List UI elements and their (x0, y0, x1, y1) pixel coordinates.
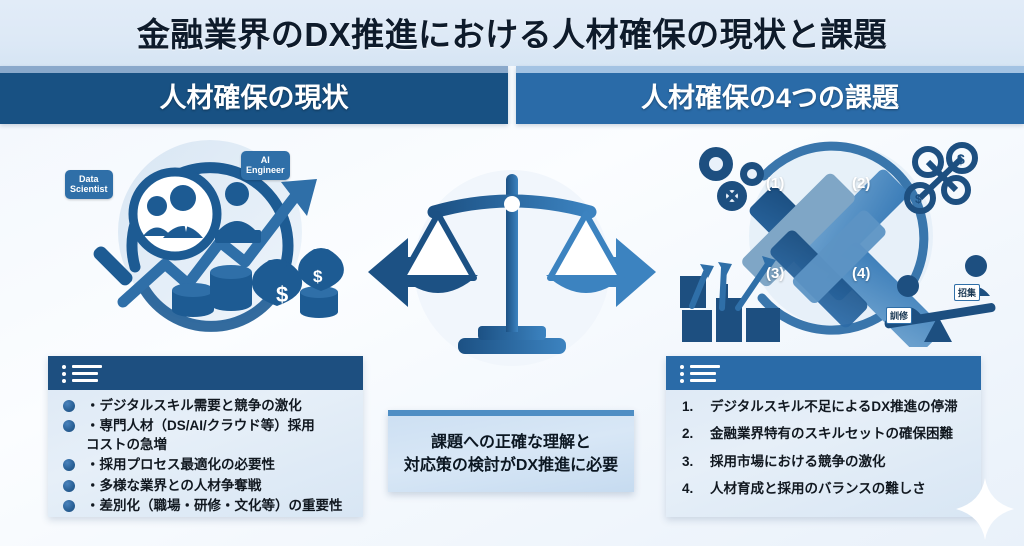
list-item: 2. 金融業界特有のスキルセットの確保困難 (682, 425, 974, 443)
quadrant-label-4: (4) (852, 265, 871, 282)
four-challenges-knot-illustration: $ $ (1) (2) (676, 132, 1006, 354)
four-challenges-list-card: 1. デジタルスキル不足によるDX推進の停滞 2. 金融業界特有のスキルセットの… (666, 356, 981, 517)
list-item-number: 2. (682, 426, 694, 442)
quadrant-label-2: (2) (852, 175, 871, 192)
callout-line-2: 対応策の検討がDX推進に必要 (403, 457, 619, 474)
section-header-right: 人材確保の4つの課題 (516, 66, 1024, 124)
right-card-header (666, 356, 981, 390)
list-item-label: 人材育成と採用のバランスの難しさ (710, 481, 926, 497)
bubble-ai-engineer: AI Engineer (241, 151, 290, 180)
list-item: ・デジタルスキル需要と競争の激化 (59, 396, 357, 415)
summary-callout: 課題への正確な理解と 対応策の検討がDX推進に必要 (388, 410, 634, 492)
list-item: ・差別化（職場・研修・文化等）の重要性 (59, 496, 357, 515)
header-left-top-strip (0, 66, 508, 73)
balance-scale-illustration (362, 160, 662, 380)
list-item: ・採用プロセス最適化の必要性 (59, 455, 357, 474)
list-item-label: 金融業界特有のスキルセットの確保困難 (710, 426, 953, 442)
knot-svg: $ $ (680, 141, 996, 354)
list-item: 1. デジタルスキル不足によるDX推進の停滞 (682, 398, 974, 416)
section-header-left-label: 人材確保の現状 (159, 82, 349, 113)
callout-text: 課題への正確な理解と 対応策の検討がDX推進に必要 (388, 416, 634, 492)
sparkle-svg (956, 478, 1014, 540)
list-item: ・専門人材（DS/AI/クラウド等）採用 コストの急増 (59, 416, 357, 454)
svg-text:$: $ (313, 267, 323, 286)
header-right-top-strip (516, 66, 1024, 73)
callout-line-1: 課題への正確な理解と (430, 433, 591, 451)
talent-search-illustration: $ $ Data Scientist AI Engineer (45, 132, 375, 347)
page-title: 金融業界のDX推進における人材確保の現状と課題 (136, 16, 888, 53)
quadrant-label-1: (1) (766, 175, 785, 192)
list-item-label: 採用市場における競争の激化 (710, 453, 886, 469)
section-header-left: 人材確保の現状 (0, 66, 508, 124)
callout-top-strip (388, 410, 634, 416)
list-icon (62, 364, 104, 383)
title-band (0, 0, 1024, 66)
svg-text:$: $ (276, 282, 288, 307)
current-status-list-card: ・デジタルスキル需要と競争の激化 ・専門人材（DS/AI/クラウド等）採用 コス… (48, 356, 363, 517)
list-item-number: 1. (682, 399, 694, 414)
list-item-number: 3. (682, 453, 694, 469)
quadrant-label-3: (3) (766, 265, 785, 282)
sparkle-icon (956, 478, 1014, 540)
list-item-label: デジタルスキル不足によるDX推進の停滞 (710, 399, 958, 414)
bubble-data-scientist: Data Scientist (65, 170, 113, 199)
section-header-right-label: 人材確保の4つの課題 (640, 82, 900, 113)
numbered-list: 1. デジタルスキル不足によるDX推進の停滞 2. 金融業界特有のスキルセットの… (682, 398, 974, 507)
svg-text:$: $ (957, 151, 965, 167)
svg-text:$: $ (915, 192, 922, 206)
list-item: 4. 人材育成と採用のバランスの難しさ (682, 480, 974, 498)
tag-training: 訓修 (886, 307, 913, 324)
balance-scale-svg (368, 170, 656, 366)
left-card-header (48, 356, 363, 390)
list-item: 3. 採用市場における競争の激化 (682, 453, 974, 471)
list-icon (680, 364, 722, 383)
list-item: ・多様な業界との人材争奪戦 (59, 476, 357, 495)
tag-recruiting: 招集 (954, 284, 981, 301)
list-item-number: 4. (682, 481, 694, 497)
talent-search-svg: $ $ (93, 140, 344, 332)
bullet-list: ・デジタルスキル需要と競争の激化 ・専門人材（DS/AI/クラウド等）採用 コス… (59, 396, 357, 516)
